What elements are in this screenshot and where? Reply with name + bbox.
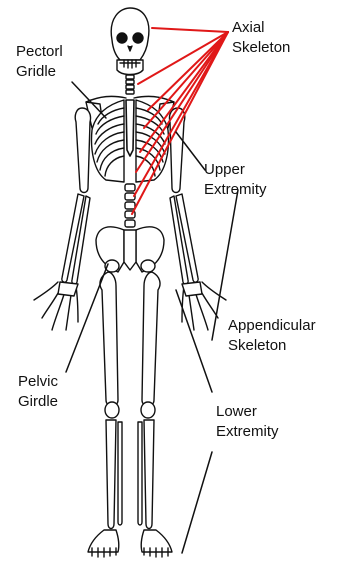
lower-extremity-leader-line	[176, 290, 212, 392]
label-axial-line2: Skeleton	[232, 38, 290, 58]
label-axial-line1: Axial	[232, 18, 290, 38]
foot	[88, 530, 172, 557]
label-lower-extremity: Lower Extremity	[216, 402, 279, 442]
femur	[100, 272, 160, 406]
hand	[34, 282, 226, 330]
label-pectoral-line2: Gridle	[16, 62, 63, 82]
skull	[111, 8, 149, 75]
label-appendicular-line2: Skeleton	[228, 336, 316, 356]
label-upper-line1: Upper	[204, 160, 267, 180]
label-upper-extremity: Upper Extremity	[204, 160, 267, 200]
label-axial-skeleton: Axial Skeleton	[232, 18, 290, 58]
label-appendicular-line1: Appendicular	[228, 316, 316, 336]
patella	[105, 402, 155, 418]
label-pelvic-girdle: Pelvic Girdle	[18, 372, 58, 412]
label-pelvic-line1: Pelvic	[18, 372, 58, 392]
label-pelvic-line2: Girdle	[18, 392, 58, 412]
label-pectoral-line1: Pectorl	[16, 42, 63, 62]
lower-leg	[106, 420, 154, 529]
cervical-spine	[126, 75, 134, 94]
label-lower-line2: Extremity	[216, 422, 279, 442]
label-upper-line2: Extremity	[204, 180, 267, 200]
lower-extremity-foot-leader-line	[182, 452, 212, 553]
lumbar-spine	[125, 184, 135, 227]
label-pectoral-girdle: Pectorl Gridle	[16, 42, 63, 82]
pelvis	[96, 227, 164, 272]
label-lower-line1: Lower	[216, 402, 279, 422]
label-appendicular-skeleton: Appendicular Skeleton	[228, 316, 316, 356]
